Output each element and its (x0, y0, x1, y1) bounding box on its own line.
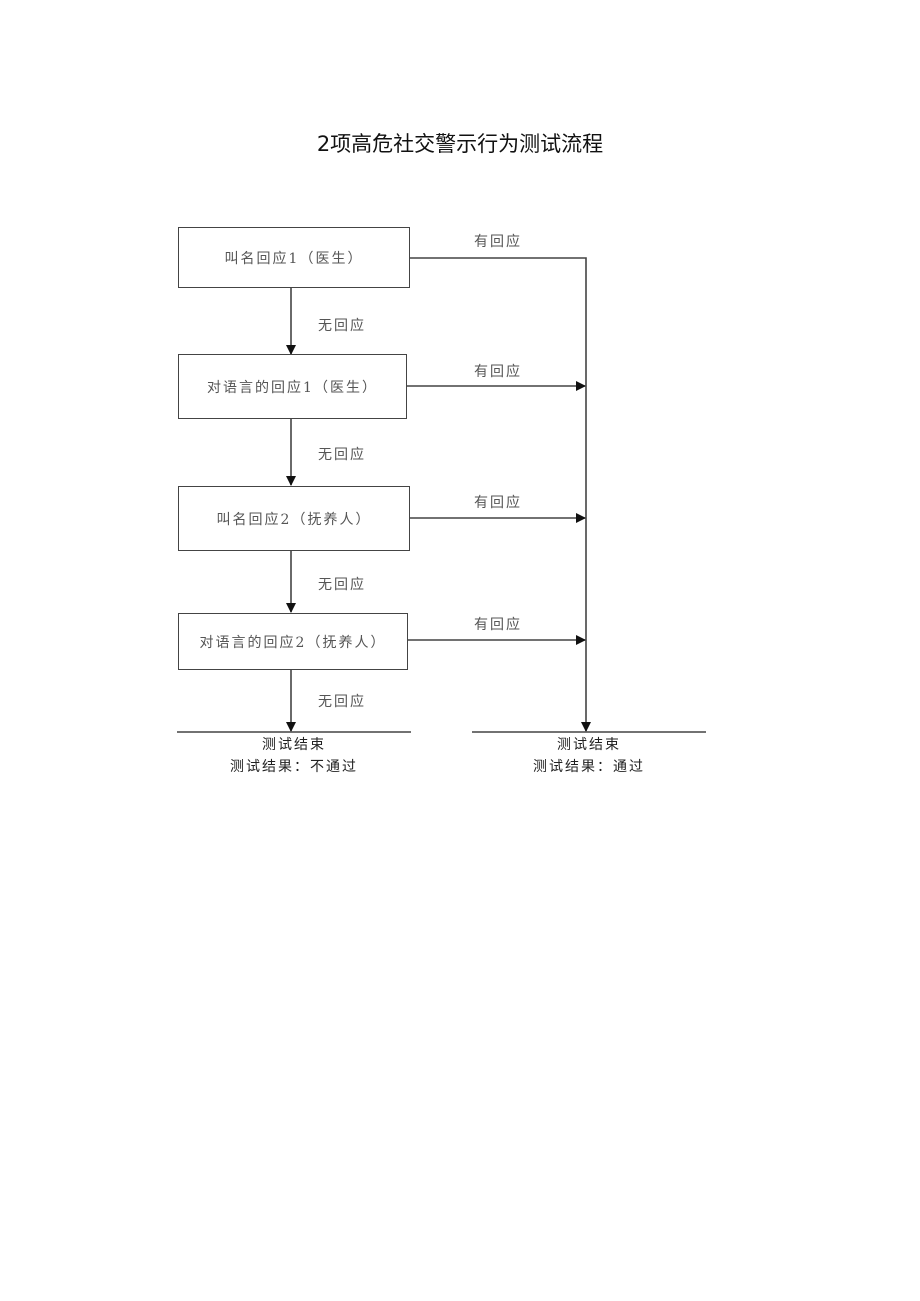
end-pass: 测试结束 测试结果：通过 (489, 734, 689, 778)
node-language-response-2-caregiver: 对语言的回应2（抚养人） (178, 613, 408, 670)
node-name-response-1-doctor: 叫名回应1（医生） (178, 227, 410, 288)
node-name-response-2-caregiver: 叫名回应2（抚养人） (178, 486, 410, 551)
edge-label-yes-2: 有回应 (474, 364, 522, 380)
end-pass-line1: 测试结束 (557, 737, 621, 753)
node-language-response-1-doctor: 对语言的回应1（医生） (178, 354, 407, 419)
edge-label-no-2: 无回应 (318, 447, 366, 463)
edge-label-yes-1: 有回应 (474, 234, 522, 250)
end-fail-line1: 测试结束 (262, 737, 326, 753)
end-pass-line2: 测试结果：通过 (533, 759, 645, 775)
end-fail-line2: 测试结果：不通过 (230, 759, 358, 775)
diagram-title: 2项高危社交警示行为测试流程 (316, 132, 604, 156)
edge-label-no-1: 无回应 (318, 318, 366, 334)
edge-label-yes-4: 有回应 (474, 617, 522, 633)
end-fail: 测试结束 测试结果：不通过 (194, 734, 394, 778)
edge-label-no-3: 无回应 (318, 577, 366, 593)
edge-label-yes-3: 有回应 (474, 495, 522, 511)
edge-label-no-4: 无回应 (318, 694, 366, 710)
